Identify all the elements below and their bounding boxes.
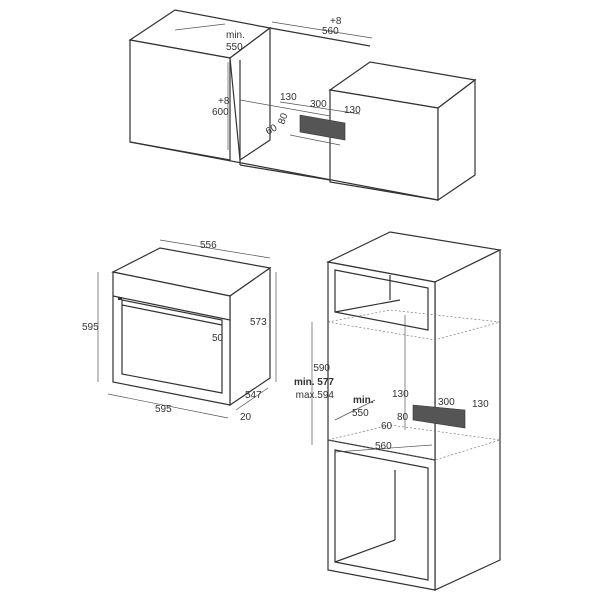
column-width-value: 560 xyxy=(375,441,392,452)
column-cabinet-view: 590 min. 577 max.594 min. 550 130 300 13… xyxy=(294,231,502,591)
column-front xyxy=(327,261,436,591)
column-vent-depth-value: 60 xyxy=(381,421,393,432)
vent-right-value: 130 xyxy=(344,105,361,116)
width-tolerance: +8 xyxy=(330,16,342,27)
oven-handle xyxy=(121,304,223,326)
column-height-max: max.594 xyxy=(296,390,335,401)
door-thickness-value: 20 xyxy=(240,412,252,423)
column-vent-right-value: 130 xyxy=(472,399,489,410)
oven-side-height-value: 573 xyxy=(250,317,267,328)
oven-depth-value: 556 xyxy=(200,240,217,251)
top-cabinet-view: min. 550 +8 560 +8 600 130 300 130 80 60 xyxy=(128,9,477,202)
oven-view: 556 595 573 50 595 547 20 xyxy=(82,239,277,423)
column-height-value: 590 xyxy=(313,363,330,374)
oven-window xyxy=(121,299,223,394)
right-cabinet-side xyxy=(437,78,476,202)
panel-depth-value: 50 xyxy=(212,333,224,344)
column-height-min: min. 577 xyxy=(294,377,334,388)
width-value: 560 xyxy=(322,26,339,37)
height-tolerance: +8 xyxy=(218,96,230,107)
vent-opening-top xyxy=(299,114,346,141)
column-vent-width-value: 300 xyxy=(438,397,455,408)
vent-depth-value: 60 xyxy=(264,122,280,137)
vent-width-value: 300 xyxy=(310,99,327,110)
vent-opening-column xyxy=(412,404,466,429)
body-depth-value: 547 xyxy=(245,390,262,401)
column-depth-value: 550 xyxy=(352,408,369,419)
depth-min-label: min. xyxy=(226,30,245,41)
vent-left-value: 130 xyxy=(280,92,297,103)
vent-height-value: 80 xyxy=(276,111,290,126)
oven-width-value: 595 xyxy=(155,404,172,415)
column-vent-left-value: 130 xyxy=(392,389,409,400)
oven-height-value: 595 xyxy=(82,322,99,333)
depth-value: 550 xyxy=(226,42,243,53)
left-cabinet-front xyxy=(129,39,231,161)
height-value: 600 xyxy=(212,107,229,118)
column-vent-height-value: 80 xyxy=(397,412,409,423)
column-depth-min-label: min. xyxy=(353,395,374,406)
oven-front xyxy=(112,271,231,406)
